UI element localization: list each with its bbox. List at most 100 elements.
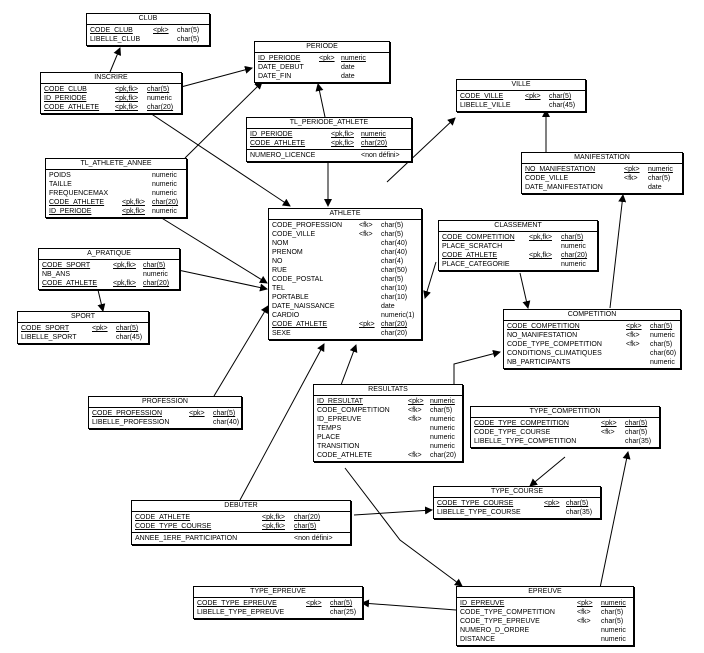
attribute-name: CODE_ATHLETE bbox=[135, 514, 191, 521]
attribute-row[interactable]: CODE_TYPE_EPREUVE<fk>char(5) bbox=[459, 617, 631, 626]
attribute-row[interactable]: CODE_TYPE_COURSE<pk,fk>char(5) bbox=[134, 522, 348, 531]
attribute-row[interactable]: CODE_ATHLETE<fk>char(20) bbox=[316, 451, 460, 460]
attribute-row[interactable]: CODE_ATHLETE<pk,fk>char(20) bbox=[41, 279, 177, 288]
attribute-row[interactable]: CODE_TYPE_COURSE<fk>char(5) bbox=[473, 428, 657, 437]
attribute-row[interactable]: NO_MANIFESTATION<pk>numeric bbox=[524, 165, 680, 174]
link-inscrire-athlete bbox=[149, 112, 291, 207]
attribute-name: LIBELLE_TYPE_COMPETITION bbox=[474, 438, 577, 445]
attribute-row[interactable]: CODE_ATHLETE<pk,fk>char(20) bbox=[441, 251, 595, 260]
attribute-row[interactable]: CODE_PROFESSION<pk>char(5) bbox=[91, 409, 239, 418]
attribute-row[interactable]: CODE_ATHLETE<pk,fk>char(20) bbox=[249, 139, 409, 148]
attribute-row[interactable]: CODE_SPORT<pk,fk>char(5) bbox=[41, 261, 177, 270]
attribute-row[interactable]: CODE_COMPETITION<fk>char(5) bbox=[316, 406, 460, 415]
attribute-row[interactable]: CODE_VILLE<fk>char(5) bbox=[524, 174, 680, 183]
attribute-row[interactable]: CODE_TYPE_COMPETITION<pk>char(5) bbox=[473, 419, 657, 428]
attribute-row[interactable]: CODE_CLUB<pk>char(5) bbox=[89, 26, 207, 35]
attribute-row[interactable]: ID_EPREUVE<pk>numeric bbox=[459, 599, 631, 608]
link-competition-manif bbox=[609, 194, 627, 309]
attribute-row[interactable]: CODE_COMPETITION<pk,fk>char(5) bbox=[441, 233, 595, 242]
attribute-row[interactable]: CODE_TYPE_COMPETITION<fk>char(5) bbox=[506, 340, 678, 349]
attribute-row[interactable]: CODE_ATHLETE<pk,fk>char(20) bbox=[48, 198, 184, 207]
attribute-row[interactable]: CODE_ATHLETE<pk,fk>char(20) bbox=[43, 103, 179, 112]
attribute-row[interactable]: NUMERO_LICENCE<non défini> bbox=[249, 151, 409, 160]
attribute-row[interactable]: CODE_TYPE_COMPETITION<fk>char(5) bbox=[459, 608, 631, 617]
attribute-row[interactable]: ID_PERIODE<pk>numeric bbox=[257, 54, 387, 63]
attribute-row[interactable]: CODE_ATHLETE<pk>char(20) bbox=[271, 320, 419, 329]
attribute-type: numeric bbox=[601, 636, 626, 643]
attribute-row[interactable]: CODE_SPORT<pk>char(5) bbox=[20, 324, 146, 333]
attribute-row[interactable]: ANNEE_1ERE_PARTICIPATION<non défini> bbox=[134, 534, 348, 543]
attribute-row[interactable]: CODE_CLUB<pk,fk>char(5) bbox=[43, 85, 179, 94]
attribute-row[interactable]: ID_PERIODE<pk,fk>numeric bbox=[249, 130, 409, 139]
attribute-row[interactable]: NO_MANIFESTATION<fk>numeric bbox=[506, 331, 678, 340]
attribute-row[interactable]: ID_PERIODE<pk,fk>numeric bbox=[43, 94, 179, 103]
attribute-type: char(20) bbox=[561, 252, 588, 259]
attribute-row[interactable]: ID_RESULTAT<pk>numeric bbox=[316, 397, 460, 406]
attribute-row[interactable]: ID_PERIODE<pk,fk>numeric bbox=[48, 207, 184, 216]
attribute-row[interactable]: CODE_ATHLETE<pk,fk>char(20) bbox=[134, 513, 348, 522]
attribute-type: numeric bbox=[561, 261, 586, 268]
attribute-row[interactable]: ID_EPREUVE<fk>numeric bbox=[316, 415, 460, 424]
attribute-type: char(20) bbox=[361, 140, 388, 147]
attribute-row[interactable]: CODE_TYPE_COURSE<pk>char(5) bbox=[436, 499, 598, 508]
attribute-row[interactable]: CODE_TYPE_EPREUVE<pk>char(5) bbox=[196, 599, 360, 608]
attribute-row[interactable]: CODE_PROFESSION<fk>char(5) bbox=[271, 221, 419, 230]
attribute-row[interactable]: CODE_COMPETITION<pk>char(5) bbox=[506, 322, 678, 331]
attribute-row[interactable]: CODE_VILLE<pk>char(5) bbox=[459, 92, 583, 101]
attribute-key: <fk> bbox=[626, 332, 640, 339]
attribute-row[interactable]: CODE_VILLE<fk>char(5) bbox=[271, 230, 419, 239]
